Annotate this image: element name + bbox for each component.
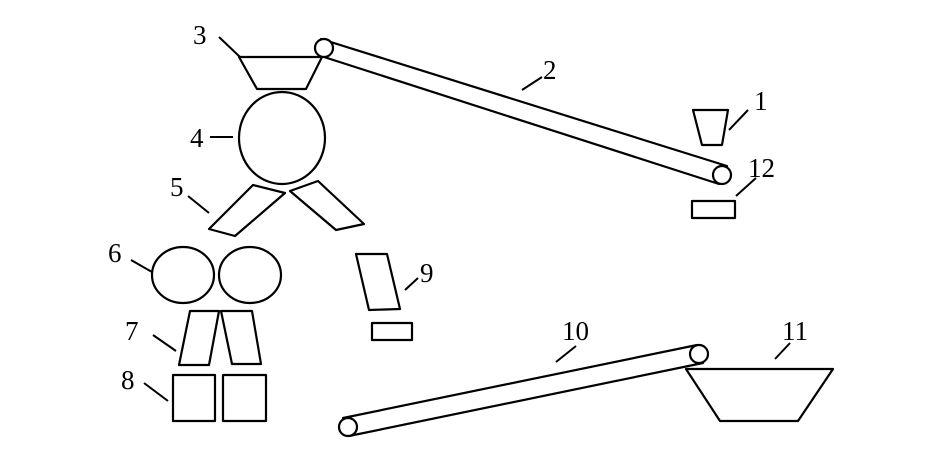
collection-boxes	[171, 373, 268, 423]
round-drum	[237, 90, 327, 186]
label-4: 4	[190, 123, 204, 153]
leader-lines	[130, 36, 791, 402]
label-8: 8	[121, 365, 135, 395]
large-basin	[684, 367, 835, 423]
small-hopper	[691, 108, 730, 147]
inclined-plate	[354, 252, 414, 342]
lower-conveyor	[337, 343, 710, 438]
roller-pair	[150, 245, 283, 305]
label-1: 1	[754, 86, 768, 116]
lower-chutes	[177, 309, 263, 367]
label-5: 5	[170, 172, 184, 202]
feed-hopper	[237, 55, 324, 91]
label-12: 12	[748, 153, 775, 183]
label-7: 7	[125, 316, 139, 346]
label-9: 9	[420, 258, 434, 288]
label-10: 10	[562, 316, 589, 346]
label-3: 3	[193, 20, 207, 50]
discharge-chutes	[207, 179, 366, 238]
label-6: 6	[108, 238, 122, 268]
right-tray	[690, 199, 737, 220]
upper-conveyor	[313, 37, 733, 186]
label-11: 11	[782, 316, 808, 346]
label-2: 2	[543, 55, 557, 85]
